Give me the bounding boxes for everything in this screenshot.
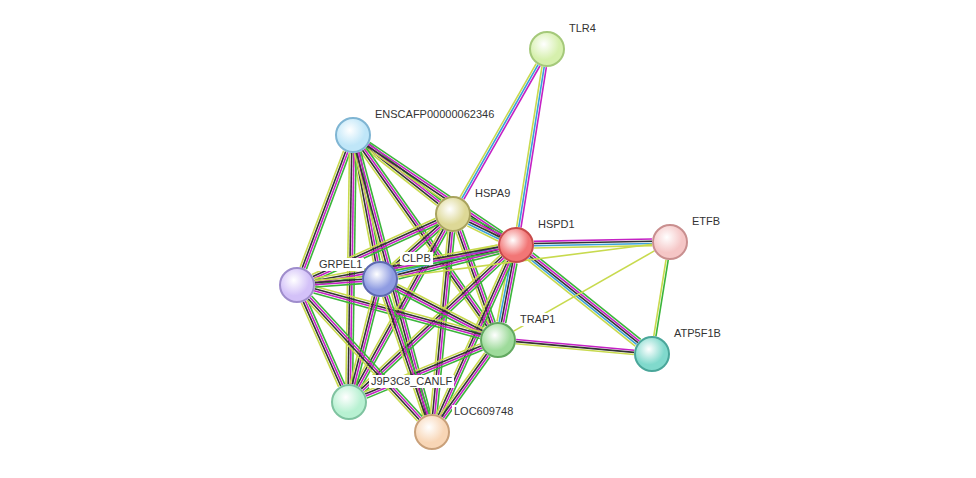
protein-node: ENSCAFP00000062346: [335, 117, 371, 153]
evidence-strand: [315, 251, 499, 285]
evidence-strand: [514, 251, 655, 331]
evidence-strand: [527, 260, 635, 346]
interaction-edge: [313, 287, 481, 339]
protein-label: HSPD1: [536, 218, 577, 231]
interaction-edge: [516, 339, 635, 354]
evidence-strand: [300, 151, 343, 267]
protein-label: GRPEL1: [317, 258, 364, 271]
evidence-strand: [315, 277, 362, 280]
evidence-strand: [306, 153, 349, 269]
evidence-strand: [312, 296, 423, 416]
protein-node: HSPA9: [435, 196, 471, 232]
protein-node: GRPEL1: [279, 267, 315, 303]
evidence-strand: [656, 260, 668, 336]
protein-label: J9P3C8_CANLF: [369, 375, 454, 388]
evidence-strand: [468, 224, 499, 239]
protein-label: ETFB: [690, 215, 722, 228]
protein-label: HSPA9: [473, 187, 512, 200]
protein-label: TRAP1: [518, 313, 557, 326]
interaction-edge: [300, 151, 350, 270]
protein-node: HSPD1: [498, 227, 534, 263]
interaction-edge: [514, 251, 655, 331]
protein-node: ETFB: [652, 224, 688, 260]
evidence-strand: [516, 342, 634, 353]
protein-label: ATP5F1B: [672, 327, 723, 340]
protein-node: J9P3C8_CANLF: [331, 384, 367, 420]
evidence-strand: [467, 226, 498, 241]
evidence-strand: [350, 296, 372, 384]
evidence-strand: [387, 296, 427, 415]
evidence-strand: [304, 152, 347, 268]
interaction-edge: [654, 260, 668, 337]
interaction-edge: [307, 296, 423, 421]
evidence-strand: [315, 249, 499, 283]
evidence-strand: [314, 245, 498, 279]
evidence-strand: [395, 288, 481, 332]
protein-node: TLR4: [529, 31, 565, 67]
evidence-strand: [308, 299, 419, 419]
interaction-edge: [517, 66, 547, 227]
evidence-strand: [516, 344, 634, 355]
protein-node: CLPB: [362, 261, 398, 297]
interaction-edge: [361, 148, 491, 327]
interaction-edge: [301, 300, 344, 387]
evidence-strand: [533, 253, 641, 339]
interaction-edge: [467, 218, 502, 241]
evidence-strand: [531, 255, 639, 341]
interaction-edge: [314, 245, 499, 285]
protein-node: TRAP1: [480, 322, 516, 358]
protein-label: CLPB: [400, 252, 433, 265]
protein-node: ATP5F1B: [634, 336, 670, 372]
protein-label: LOC609748: [452, 405, 515, 418]
evidence-strand: [521, 67, 546, 227]
evidence-strand: [398, 284, 484, 328]
evidence-strand: [519, 67, 544, 227]
protein-label: TLR4: [567, 22, 598, 35]
evidence-strand: [517, 66, 542, 226]
interaction-edge: [315, 277, 363, 287]
evidence-strand: [397, 247, 498, 272]
interaction-edge: [456, 230, 495, 324]
evidence-strand: [654, 260, 666, 336]
evidence-strand: [302, 151, 345, 267]
evidence-strand: [307, 300, 418, 420]
interaction-edge: [527, 253, 640, 346]
evidence-strand: [354, 297, 376, 385]
interaction-edge: [364, 344, 482, 398]
protein-node: LOC609748: [414, 414, 450, 450]
evidence-strand: [396, 286, 482, 330]
protein-label: ENSCAFP00000062346: [373, 108, 496, 121]
